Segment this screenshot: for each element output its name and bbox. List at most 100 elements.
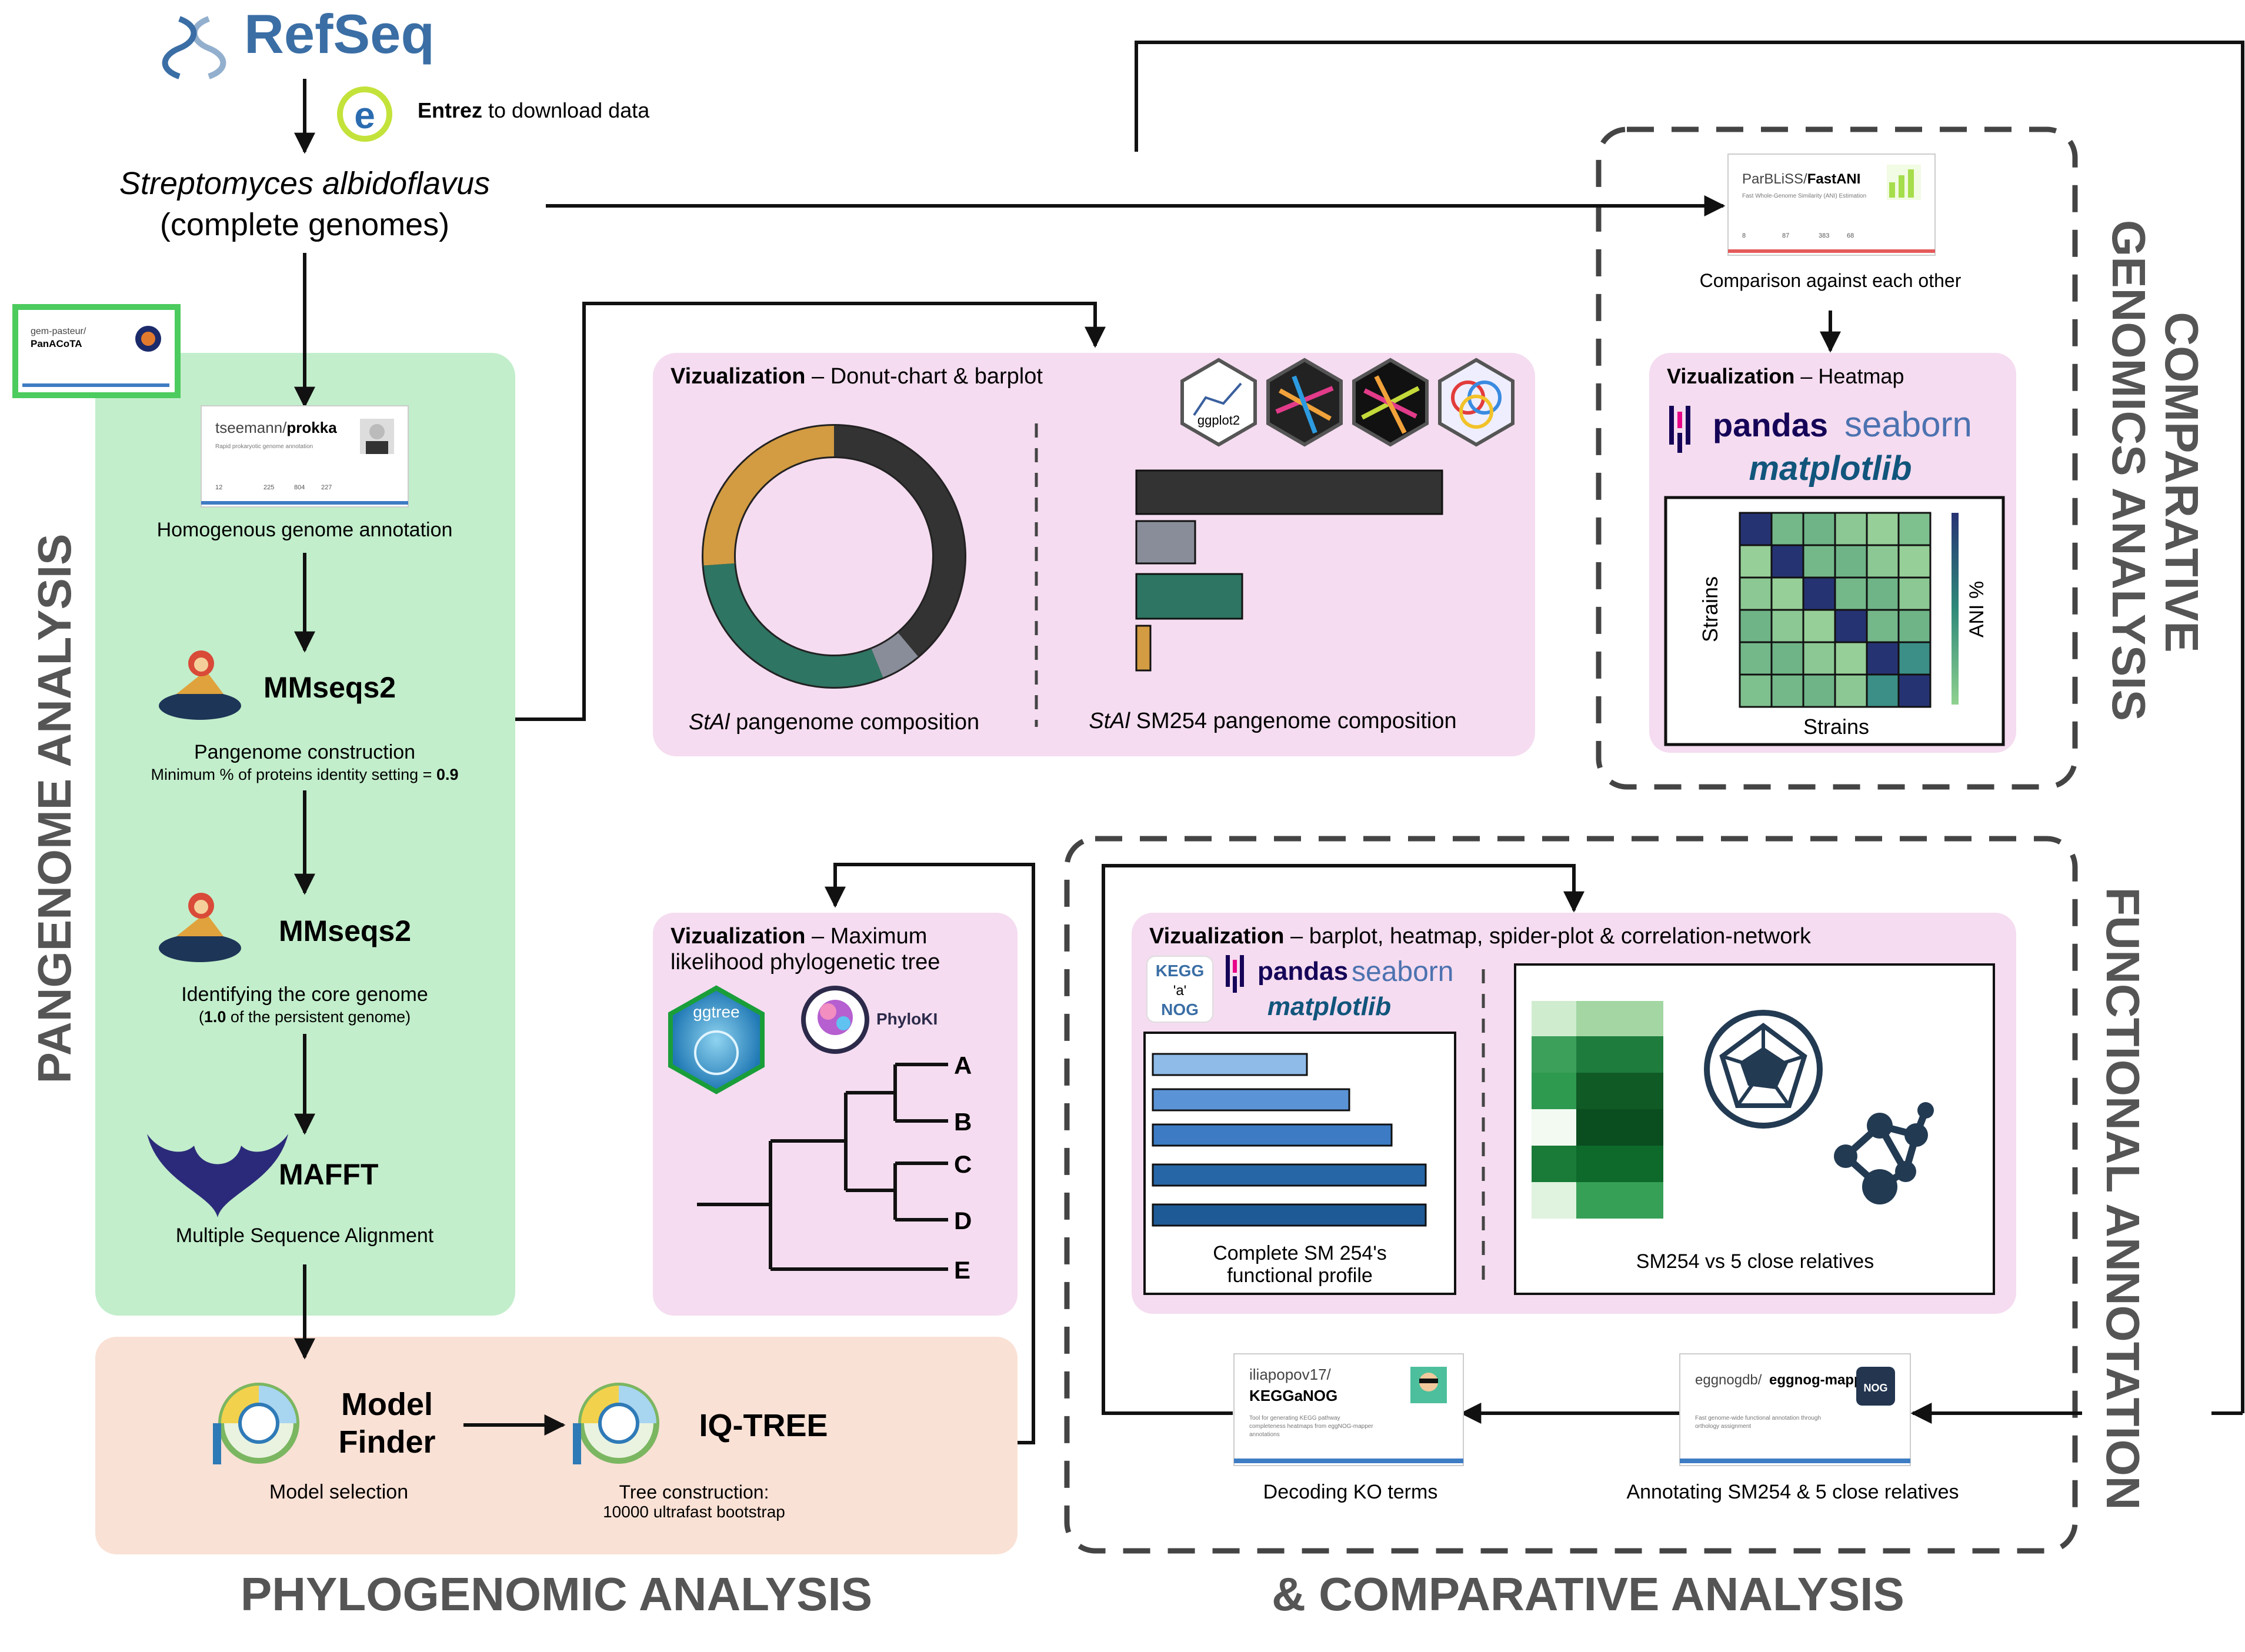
fastani-repo-card[interactable]: ParBLiSS/FastANI Fast Whole-Genome Simil…: [1727, 153, 1936, 256]
heatmap-cell: [1802, 641, 1836, 676]
pandas-label: pandas: [1713, 406, 1828, 443]
phylogenomic-section-title: PHYLOGENOMIC ANALYSIS: [241, 1568, 872, 1620]
functional-bar: [1152, 1053, 1308, 1076]
mmseqs-icon: [159, 893, 241, 962]
heatmap-cell: [1866, 512, 1900, 546]
refseq-label: RefSeq: [244, 3, 435, 65]
pandas-icon: [1669, 406, 1690, 453]
comparative-analysis-title: & COMPARATIVE ANALYSIS: [1272, 1568, 1904, 1620]
keggnog-caption: Decoding KO terms: [1263, 1481, 1438, 1503]
heatmap-cell: [1739, 609, 1773, 643]
comparison-caption: Comparison against each other: [1700, 270, 1962, 291]
eggnog-repo-card[interactable]: eggnogdb/ eggnog-mapper Fast genome-wide…: [1679, 1353, 1911, 1466]
panacota-repo-card[interactable]: gem-pasteur/ PanACoTA: [12, 304, 181, 398]
functional-bar: [1152, 1203, 1427, 1227]
functional-barplot: [1152, 1053, 1427, 1227]
heatmap-cell: [1770, 512, 1804, 546]
eggnog-caption: Annotating SM254 & 5 close relatives: [1626, 1481, 1959, 1503]
svg-text:KEGG: KEGG: [1156, 962, 1204, 980]
functional-bar: [1152, 1163, 1427, 1187]
pangenome-setting: Minimum % of proteins identity setting =…: [151, 766, 458, 783]
heatmap-cell: [1834, 576, 1868, 611]
fastani-logo-icon: [1887, 165, 1921, 200]
barplot-bar: [1135, 469, 1443, 515]
pangenome-barplot: [1135, 469, 1443, 672]
heatmap-cell: [1897, 673, 1932, 708]
tree-leaf-a: A: [954, 1052, 972, 1079]
donut-segment: [833, 426, 965, 657]
dna-icon: [162, 16, 197, 79]
heatmap-cell: [1834, 544, 1868, 579]
svg-text:annotations: annotations: [1249, 1431, 1280, 1438]
relatives-heatmap-cell: [1576, 1146, 1663, 1182]
relatives-heatmap-cell: [1532, 1182, 1576, 1219]
mmseqs-icon: [159, 650, 241, 720]
barplot-bar: [1135, 573, 1243, 620]
heatmap-cell: [1770, 673, 1804, 708]
heatmap-cell: [1834, 673, 1868, 708]
svg-text:ggtree: ggtree: [693, 1003, 739, 1021]
donut-segment: [703, 426, 835, 566]
tree-leaf-d: D: [954, 1207, 972, 1234]
modelfinder-label-2: Finder: [338, 1424, 435, 1460]
entrez-icon: [337, 86, 392, 142]
phyloki-badge: PhyloKI: [801, 986, 938, 1054]
relatives-heatmap: [1532, 1001, 1663, 1219]
heatmap-cell: [1739, 673, 1773, 708]
svg-text:tseemann/prokka: tseemann/prokka: [215, 419, 337, 436]
svg-text:NOG: NOG: [1863, 1382, 1887, 1394]
comparative-genomics-title-1: COMPARATIVE: [2156, 312, 2208, 652]
modelfinder-label-1: Model: [341, 1387, 433, 1422]
keggnog-repo-card[interactable]: iliapopov17/ KEGGaNOG Tool for generatin…: [1233, 1353, 1464, 1466]
svg-text:383: 383: [1819, 232, 1829, 239]
functional-profile-caption-1: Complete SM 254's: [1213, 1242, 1387, 1264]
phylogenomic-panel: [95, 1337, 1018, 1554]
relatives-heatmap-cell: [1576, 1182, 1663, 1219]
iqtree-label: IQ-TREE: [699, 1408, 828, 1443]
svg-text:8: 8: [1742, 232, 1746, 239]
matplotlib-label-2: matplotlib: [1267, 992, 1391, 1021]
svg-text:e: e: [354, 94, 375, 136]
pangenome-caption: Pangenome construction: [194, 741, 415, 763]
viz-pangenome-title: Vizualization – Donut-chart & barplot: [671, 364, 1043, 389]
svg-text:804: 804: [294, 484, 305, 491]
heatmap-cell: [1770, 609, 1804, 643]
annotation-caption: Homogenous genome annotation: [157, 519, 453, 541]
svg-text:Fast genome-wide functional an: Fast genome-wide functional annotation t…: [1695, 1415, 1821, 1421]
correlation-network-icon: [1834, 1102, 1934, 1204]
functional-bar: [1152, 1123, 1393, 1147]
heatmap-cell: [1739, 641, 1773, 676]
viz-tree-title: Vizualization – Maximum: [671, 924, 927, 949]
modelfinder-caption: Model selection: [269, 1481, 408, 1503]
entrez-logo: e Entrez to download data: [337, 86, 650, 142]
barplot-bar: [1135, 520, 1196, 565]
heatmap-cell: [1802, 544, 1836, 579]
iqtree-icon: [573, 1383, 659, 1464]
heatmap-cell: [1897, 641, 1932, 676]
heatmap-cell: [1802, 512, 1836, 546]
functional-dashed-box: [1064, 836, 2078, 1554]
svg-text:12: 12: [215, 484, 222, 491]
svg-text:Tool for generating KEGG pathw: Tool for generating KEGG pathway: [1249, 1415, 1340, 1421]
ani-heatmap: [1739, 512, 1932, 708]
ani-colorbar: [1952, 513, 1959, 705]
iqtree-caption-1: Tree construction:: [619, 1481, 769, 1503]
ggtree-badge: ggtree: [668, 985, 765, 1094]
svg-text:eggnogdb/: eggnogdb/: [1695, 1372, 1762, 1388]
connectors: [294, 41, 2244, 1444]
iqtree-caption-2: 10000 ultrafast bootstrap: [603, 1503, 785, 1521]
heatmap-cell: [1802, 576, 1836, 611]
heatmap-cell: [1897, 544, 1932, 579]
barplot-bar: [1135, 625, 1152, 672]
prokka-repo-card[interactable]: tseemann/prokka Rapid prokaryotic genome…: [201, 405, 409, 508]
heatmap-cell: [1834, 641, 1868, 676]
dplyr-badge: [1266, 358, 1343, 447]
functional-annotation-title: FUNCTIONAL ANNOTATION: [2097, 887, 2149, 1510]
pandas-icon: [1226, 955, 1244, 993]
mafft-icon: [147, 1134, 288, 1217]
heatmap-cell: [1770, 641, 1804, 676]
organism-note: (complete genomes): [160, 207, 449, 242]
heatmap-cell: [1739, 544, 1773, 579]
heatmap-cell: [1834, 512, 1868, 546]
